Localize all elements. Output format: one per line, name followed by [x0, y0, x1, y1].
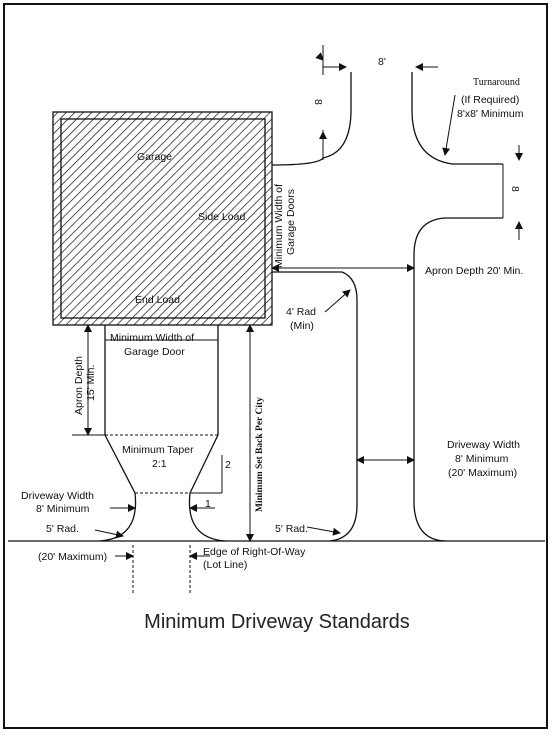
- driveway-width-right-line3: (20' Maximum): [448, 467, 517, 479]
- min-setback-label-group: Minimum Set Back Per City: [255, 397, 265, 512]
- driveway-width-right-line1: Driveway Width: [447, 439, 520, 451]
- apron-depth-right-label: Apron Depth 20' Min.: [425, 265, 523, 277]
- turnaround-line1: Turnaround: [473, 77, 520, 88]
- rad-left-label: 5' Rad.: [46, 523, 79, 535]
- edge-row-line1: Edge of Right-Of-Way: [203, 546, 306, 558]
- rad-4-line2: (Min): [290, 320, 314, 332]
- min-width-garage-doors-label: Minimum Width of Garage Doors: [273, 184, 297, 268]
- taper-two-label: 2: [225, 459, 231, 471]
- apron-depth-left-line1: Apron Depth: [73, 356, 85, 415]
- min-taper-line2: 2:1: [152, 458, 167, 470]
- turnaround-line2: (If Required): [461, 94, 519, 106]
- turnaround-line3: 8'x8' Minimum: [457, 108, 524, 120]
- min-width-garage-door-line1: Minimum Width of: [110, 332, 194, 344]
- driveway-width-left-line2: 8' Minimum: [36, 503, 90, 515]
- diagram-title: Minimum Driveway Standards: [144, 611, 410, 633]
- rad-right-label: 5' Rad.: [275, 523, 308, 535]
- dimension-lines: [72, 45, 523, 595]
- garage-structure: [52, 111, 273, 326]
- driveway-width-right-line2: 8' Minimum: [455, 453, 509, 465]
- taper-one-label: 1: [205, 498, 211, 510]
- garage-label: Garage: [137, 151, 172, 163]
- driveway-width-left-line1: Driveway Width: [21, 490, 94, 502]
- end-load-label: End Load: [135, 294, 180, 306]
- edge-row-line2: (Lot Line): [203, 559, 247, 571]
- min-width-garage-doors-line1: Minimum Width of: [273, 184, 285, 268]
- dim-8-vert-right-label: 8: [509, 186, 521, 192]
- max-20-left-label: (20' Maximum): [38, 551, 107, 563]
- apron-depth-left-label: Apron Depth 15' Min.: [73, 356, 97, 415]
- dim-8-vert-right-group: 8: [509, 186, 521, 192]
- min-setback-label: Minimum Set Back Per City: [255, 397, 265, 512]
- dim-8-top-label: 8': [378, 56, 386, 68]
- end-load-driveway: [99, 325, 226, 542]
- apron-depth-left-line2: 15' Min.: [85, 365, 97, 401]
- dim-8-vert-left-label: 8: [312, 99, 324, 105]
- rad-4-line1: 4' Rad: [286, 306, 316, 318]
- dim-8-vert-left-group: 8: [312, 99, 324, 105]
- min-taper-line1: Minimum Taper: [122, 444, 194, 456]
- side-load-label: Side Load: [198, 211, 245, 223]
- min-width-garage-door-line2: Garage Door: [124, 346, 185, 358]
- min-width-garage-doors-line2: Garage Doors: [285, 189, 297, 255]
